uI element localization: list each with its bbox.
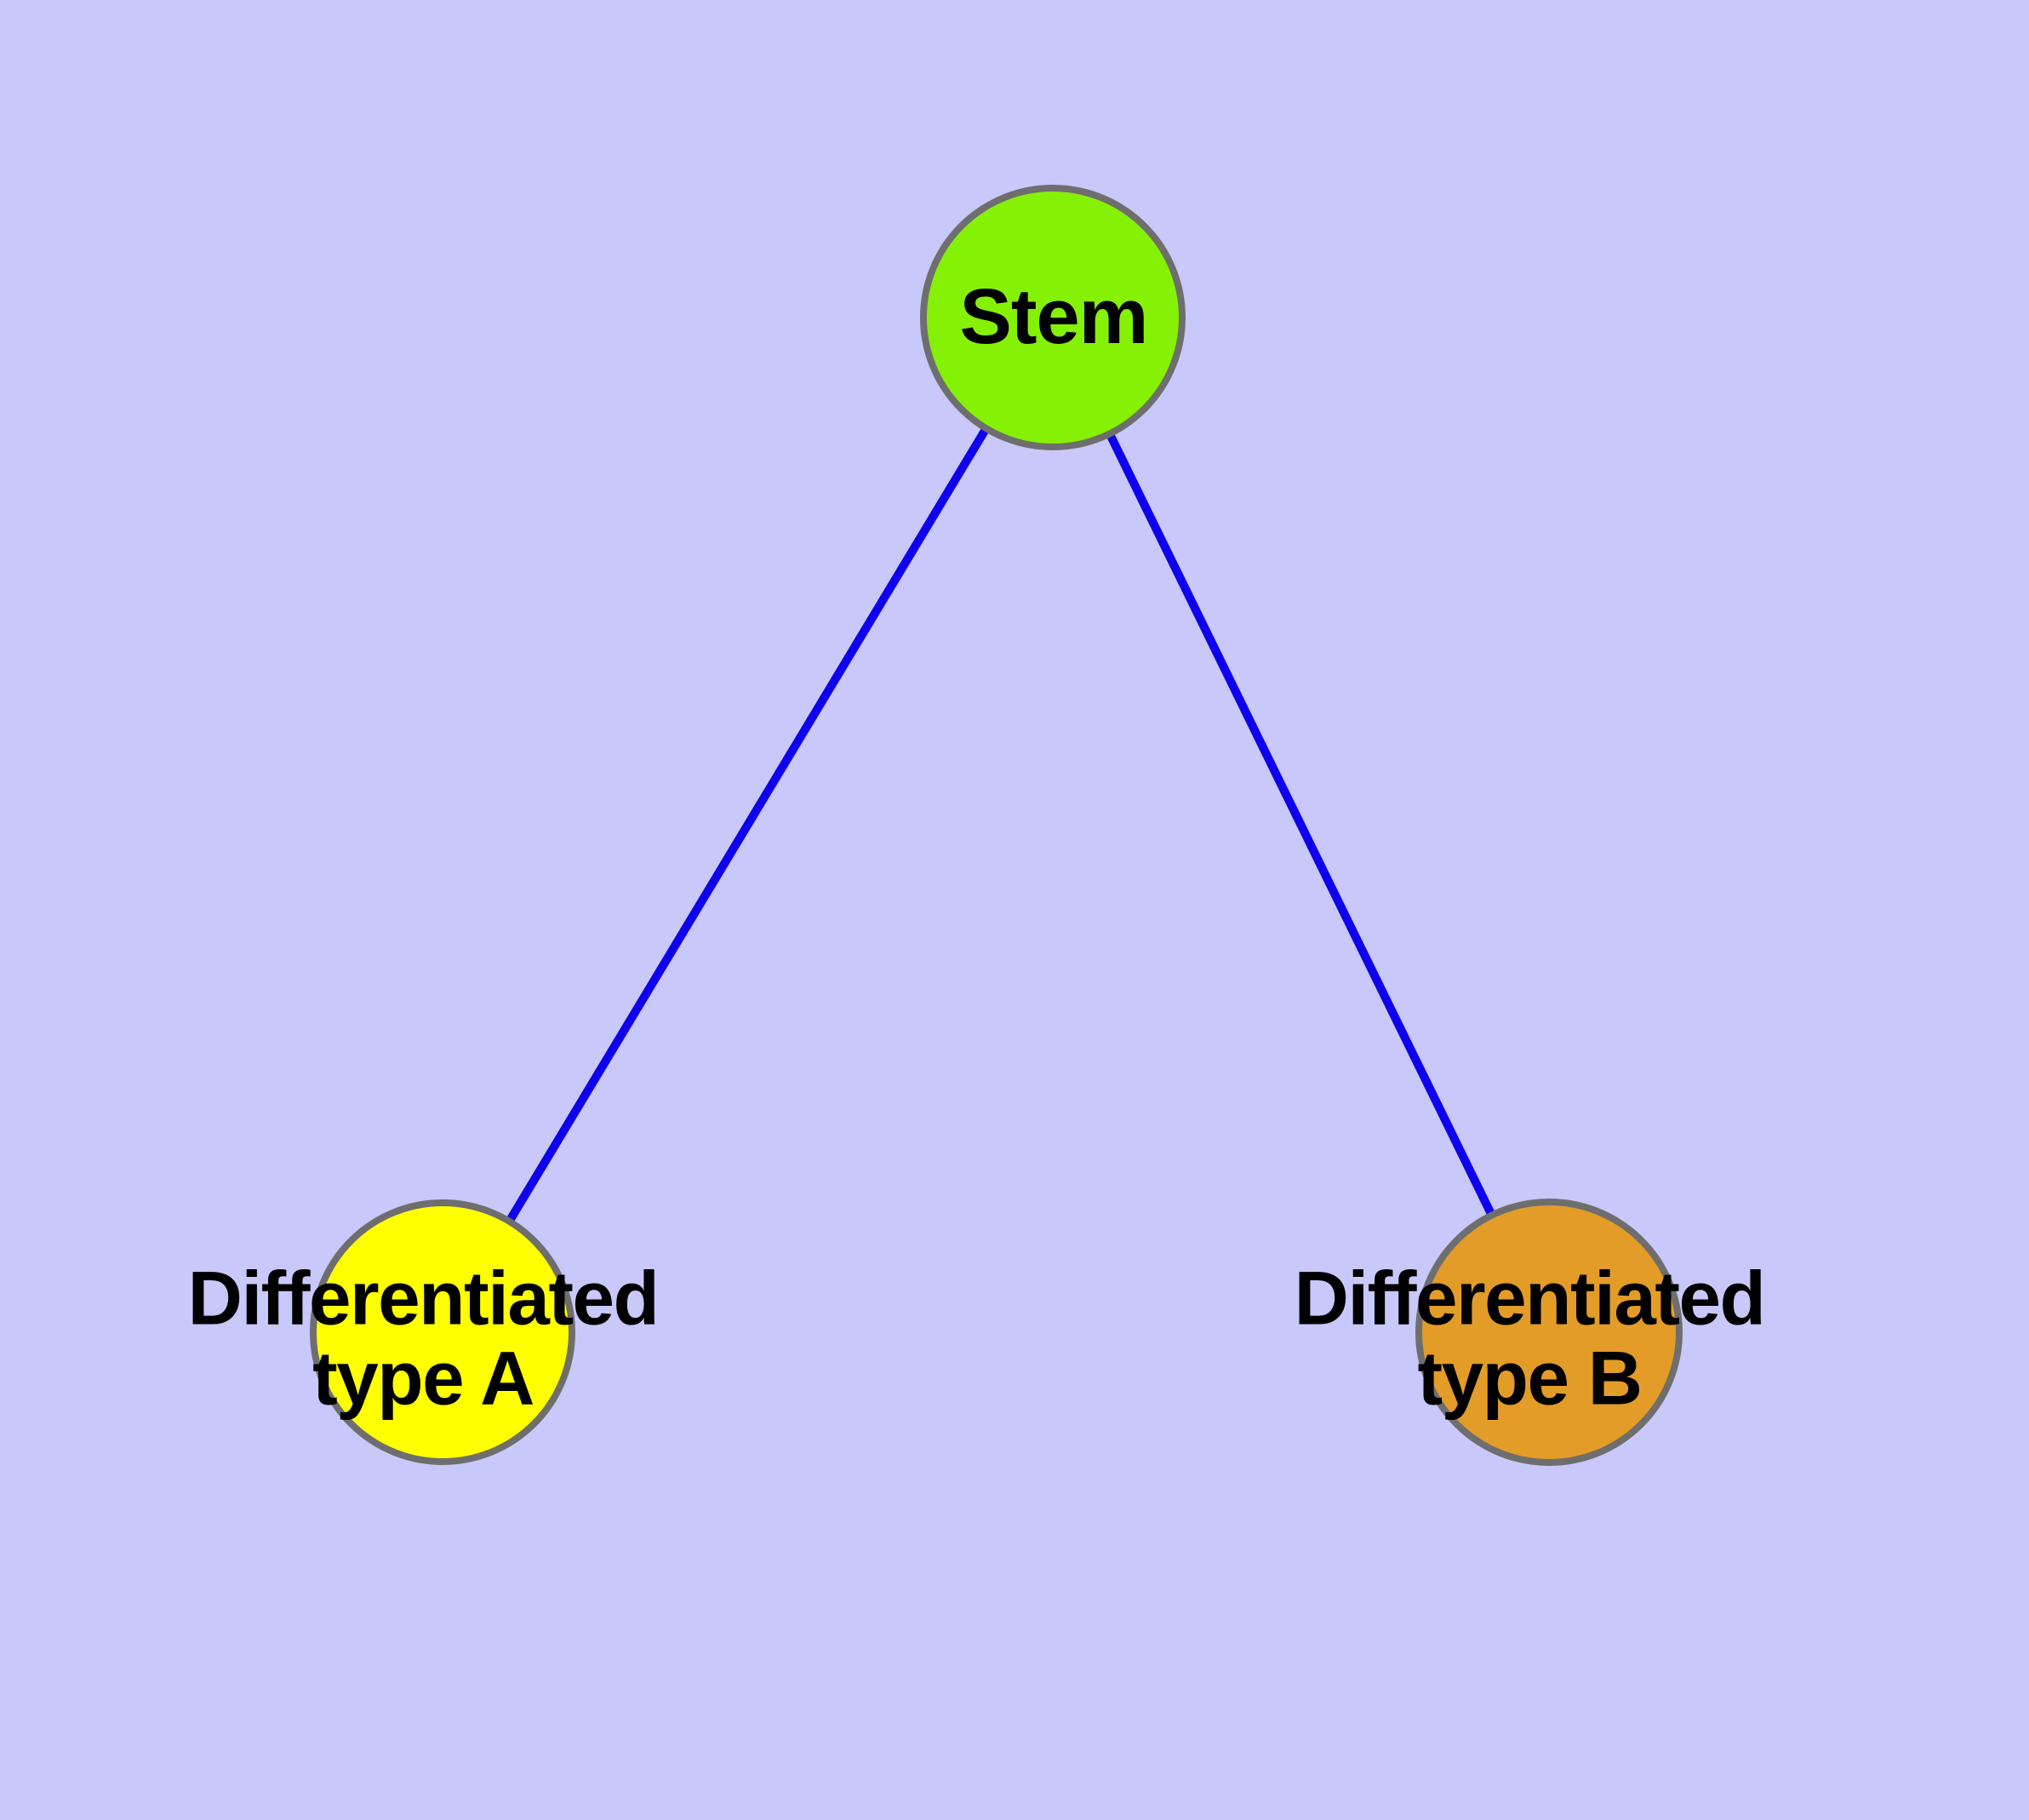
edge-stem-to-differentiated-type-a[interactable] — [506, 427, 989, 1222]
node-differentiated-type-a[interactable] — [310, 1199, 575, 1465]
edges-group — [506, 427, 1495, 1222]
node-differentiated-type-b[interactable] — [1415, 1199, 1683, 1466]
node-stem[interactable] — [920, 185, 1186, 450]
edge-stem-to-differentiated-type-b[interactable] — [1106, 433, 1495, 1216]
nodes-group — [310, 185, 1683, 1466]
